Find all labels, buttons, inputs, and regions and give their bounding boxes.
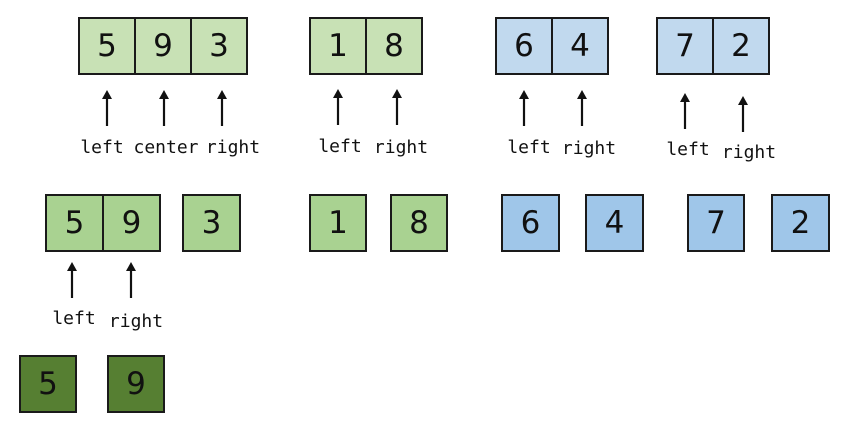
pointer-arrow-icon bbox=[332, 89, 344, 125]
pointer-arrow-icon bbox=[391, 89, 403, 125]
array-cell: 3 bbox=[190, 17, 248, 75]
array-cell: 4 bbox=[551, 17, 609, 75]
pointer-label-left: left bbox=[52, 308, 96, 329]
pointer-arrow-icon bbox=[125, 262, 137, 298]
array-group-18: 1 8 bbox=[309, 17, 423, 75]
array-cell: 5 bbox=[78, 17, 136, 75]
single-cell: 3 bbox=[182, 194, 241, 252]
array-cell: 9 bbox=[102, 194, 161, 252]
pointer-arrow-icon bbox=[216, 90, 228, 126]
array-cell: 8 bbox=[365, 17, 423, 75]
single-cell: 4 bbox=[585, 194, 644, 252]
pointer-arrow-icon bbox=[158, 90, 170, 126]
pointer-label-right: right bbox=[721, 142, 777, 163]
single-cell: 1 bbox=[309, 194, 367, 252]
single-cell: 2 bbox=[771, 194, 830, 252]
pointer-label-right: right bbox=[205, 137, 261, 158]
single-cell: 7 bbox=[687, 194, 745, 252]
pointer-label-left: left bbox=[507, 137, 551, 158]
single-cell: 6 bbox=[501, 194, 560, 252]
pointer-arrow-icon bbox=[101, 90, 113, 126]
pointer-label-left: left bbox=[80, 137, 124, 158]
array-group-593: 5 9 3 bbox=[78, 17, 248, 75]
array-cell: 7 bbox=[656, 17, 714, 75]
array-cell: 1 bbox=[309, 17, 367, 75]
array-group-64: 6 4 bbox=[495, 17, 609, 75]
pointer-label-center: center bbox=[133, 137, 199, 158]
pointer-label-right: right bbox=[108, 311, 164, 332]
single-cell: 9 bbox=[107, 355, 165, 413]
pointer-arrow-icon bbox=[518, 90, 530, 126]
single-cell: 8 bbox=[390, 194, 448, 252]
array-cell: 5 bbox=[45, 194, 104, 252]
array-cell: 9 bbox=[134, 17, 192, 75]
pointer-arrow-icon bbox=[576, 90, 588, 126]
pointer-arrow-icon bbox=[737, 96, 749, 132]
array-cell: 2 bbox=[712, 17, 770, 75]
pointer-arrow-icon bbox=[679, 93, 691, 129]
array-group-59: 5 9 bbox=[45, 194, 161, 252]
pointer-label-left: left bbox=[318, 136, 362, 157]
array-group-72: 7 2 bbox=[656, 17, 770, 75]
pointer-label-right: right bbox=[373, 137, 429, 158]
single-cell: 5 bbox=[19, 355, 77, 413]
pointer-label-left: left bbox=[666, 139, 710, 160]
pointer-arrow-icon bbox=[66, 262, 78, 298]
pointer-label-right: right bbox=[561, 138, 617, 159]
array-cell: 6 bbox=[495, 17, 553, 75]
